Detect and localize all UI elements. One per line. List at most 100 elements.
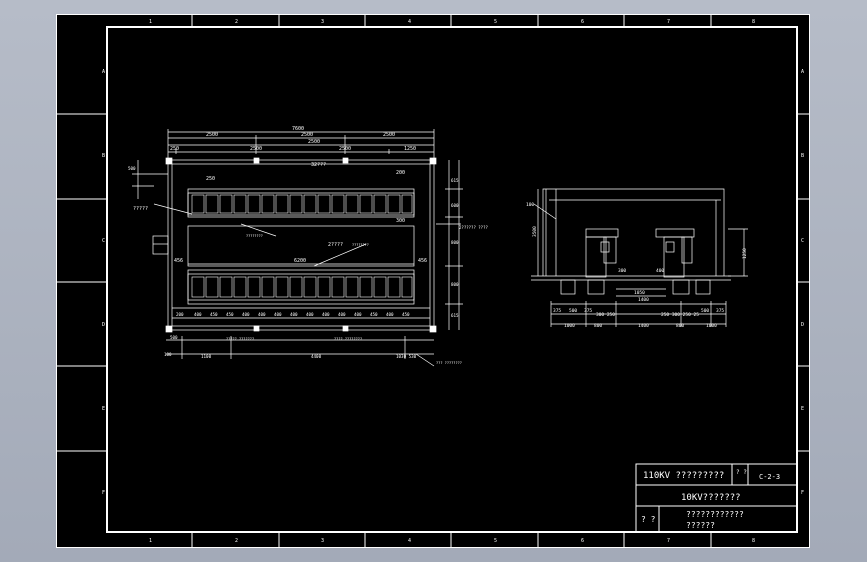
zone-letter-left: B: [102, 153, 105, 159]
right-side-dim: 800: [451, 282, 459, 287]
channel-label: 2????: [328, 242, 343, 248]
section-dim-row1: 500: [701, 308, 709, 314]
zone-number-bottom: 8: [752, 538, 755, 544]
zone-number-bottom: 3: [321, 538, 324, 544]
bottom-row-dim: 400: [306, 312, 314, 317]
description-line2: ??????: [686, 521, 715, 530]
section-dim-row2: 800: [594, 323, 602, 329]
zone-number-top: 1: [149, 19, 152, 25]
plan-dim: 2500: [308, 139, 320, 145]
bottom-row-dim: 400: [290, 312, 298, 317]
bottom-row-dim: 450: [370, 312, 378, 317]
title-block: [635, 463, 798, 533]
zone-letter-right: B: [801, 153, 804, 159]
bottom-row-dim: 400: [354, 312, 362, 317]
cable-label: 32???: [311, 162, 326, 168]
zone-number-bottom: 6: [581, 538, 584, 544]
section-dim-row1: 375: [584, 308, 592, 314]
note-lower-left: ????? ???????: [226, 337, 254, 341]
plan-view: [132, 129, 463, 367]
plan-label-200: 200: [396, 170, 405, 176]
right-side-dim: 615: [451, 313, 459, 318]
upper-row-label: ?????: [133, 206, 148, 212]
left-456: 456: [174, 258, 183, 264]
zone-number-bottom: 5: [494, 538, 497, 544]
bottom-row-dim: 450: [226, 312, 234, 317]
zone-number-top: 8: [752, 19, 755, 25]
zone-letter-right: E: [801, 406, 804, 412]
section-view: [531, 188, 748, 327]
section-dim-row3: 250 300 250 25: [661, 312, 699, 318]
bottom-row-dim: 450: [210, 312, 218, 317]
bottom-row-dim: 400: [322, 312, 330, 317]
right-side-dim: 600: [451, 203, 459, 208]
bottom-row-dim: 400: [194, 312, 202, 317]
zone-number-bottom: 1: [149, 538, 152, 544]
outer-frame: [56, 14, 810, 548]
bottom-row-dim: 400: [242, 312, 250, 317]
zone-number-top: 3: [321, 19, 324, 25]
section-dim-mid: 1400: [638, 297, 649, 303]
left-side-dim: 100: [164, 352, 172, 357]
project-title: 110KV ?????????: [643, 471, 724, 481]
section-dim-row2: 1000: [564, 323, 575, 329]
sheet-mark: ? ?: [736, 469, 747, 476]
drawing-sheet[interactable]: 1 2 3 4 5 6 7 8 1 2 3 4 5 6 7 8 A B C D: [56, 14, 810, 548]
zone-number-top: 7: [667, 19, 670, 25]
right-456: 456: [418, 258, 427, 264]
note-bottom-right: ??? ????????: [436, 361, 462, 365]
bottom-dim-1100: 1100: [201, 354, 212, 359]
right-side-dim: 800: [451, 240, 459, 245]
description-line1: ????????????: [686, 510, 744, 519]
drawing-name: 10KV???????: [681, 493, 741, 503]
section-label-100: 100: [526, 202, 534, 208]
bottom-dim-4400: 4400: [311, 354, 322, 359]
bottom-row-dim: 400: [338, 312, 346, 317]
section-label-1250: 1250: [742, 248, 748, 259]
zone-number-top: 2: [235, 19, 238, 25]
plan-dim: 2500: [250, 146, 262, 152]
zone-letter-left: F: [102, 490, 105, 496]
zone-letter-right: A: [801, 69, 804, 75]
section-dim-mid: 1050: [634, 290, 645, 296]
zone-letter-left: E: [102, 406, 105, 412]
zone-number-bottom: 7: [667, 538, 670, 544]
section-height-dim: 3500: [532, 226, 538, 237]
right-300: 300: [396, 218, 405, 224]
left-marks: ? ?: [641, 515, 656, 524]
right-side-dim: 615: [451, 178, 459, 183]
plan-dim: 2500: [301, 132, 313, 138]
left-side-dim: 500: [128, 166, 136, 171]
zone-letter-left: C: [102, 238, 105, 244]
bottom-row-dim: 400: [258, 312, 266, 317]
plan-label-250: 250: [206, 176, 215, 182]
plan-dim: 2500: [206, 132, 218, 138]
section-dim-row2: 1400: [638, 323, 649, 329]
section-dim-row3: 300 250: [596, 312, 615, 318]
right-label: 2?????? ????: [459, 225, 488, 230]
bottom-row-dim: 200: [176, 312, 184, 317]
zone-number-bottom: 4: [408, 538, 411, 544]
zone-number-top: 4: [408, 19, 411, 25]
bottom-dim-left: 500: [170, 335, 178, 340]
plan-dim: 2500: [339, 146, 351, 152]
zone-letter-right: C: [801, 238, 804, 244]
zone-letter-right: D: [801, 322, 804, 328]
plan-dim: 2500: [383, 132, 395, 138]
cabinet-row-lower: [191, 276, 413, 298]
cabinet-row-upper: [191, 194, 413, 214]
plan-dim: 250: [170, 146, 179, 152]
channel-sub: ????????: [352, 243, 369, 247]
drawing-number: C-2-3: [759, 473, 780, 481]
zone-letter-left: A: [102, 69, 105, 75]
upper-row-sub: ????????: [246, 234, 263, 238]
drawing-canvas: 1 2 3 4 5 6 7 8 1 2 3 4 5 6 7 8 A B C D: [56, 14, 810, 548]
section-dim-mid: 400: [656, 268, 664, 274]
section-dim-mid: 300: [618, 268, 626, 274]
note-lower-right: ???? ????????: [334, 337, 362, 341]
zone-ticks: [56, 14, 810, 548]
zone-number-top: 6: [581, 19, 584, 25]
bottom-dim-right: 1030 530: [396, 354, 417, 359]
section-dim-row2: 800: [676, 323, 684, 329]
